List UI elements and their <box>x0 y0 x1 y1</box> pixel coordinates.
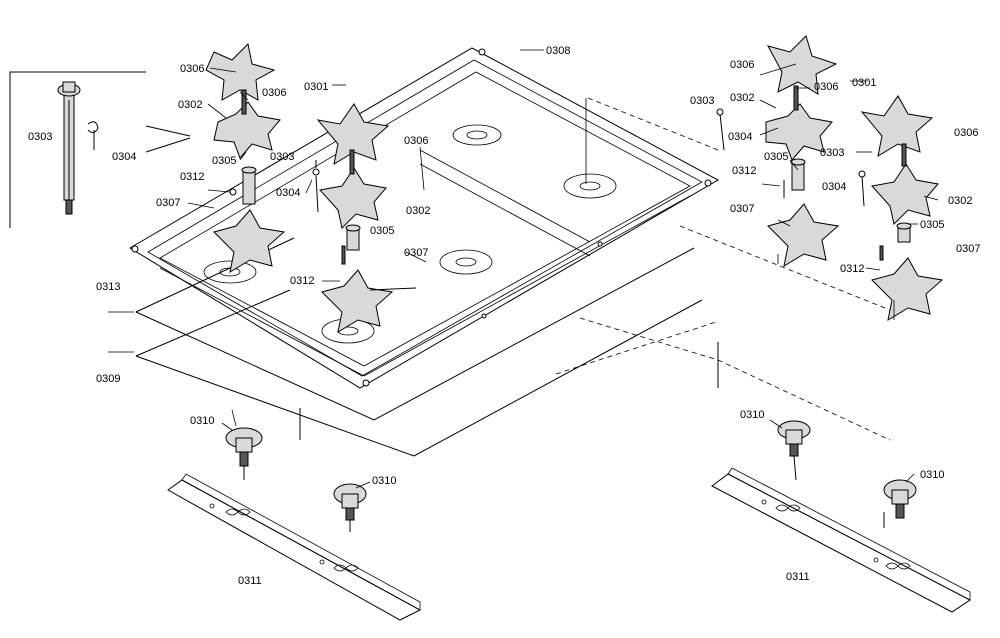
callout-0307-a: 0307 <box>156 197 180 209</box>
callout-0311-b: 0311 <box>786 571 810 583</box>
callout-0311-a: 0311 <box>238 575 262 587</box>
callout-0307-b: 0307 <box>404 247 428 259</box>
callout-0301-b: 0301 <box>852 77 876 89</box>
callout-0307-d: 0307 <box>956 243 980 255</box>
callout-0305-d: 0305 <box>920 219 944 231</box>
callout-0310-d: 0310 <box>920 469 944 481</box>
callout-0312-d: 0312 <box>840 263 864 275</box>
valve-parts <box>225 420 917 532</box>
callout-0306-b: 0306 <box>262 87 286 99</box>
callout-0304-c: 0304 <box>728 131 752 143</box>
callout-0310-b: 0310 <box>372 475 396 487</box>
callout-0309: 0309 <box>96 373 120 385</box>
callout-0303-a: 0303 <box>28 131 52 143</box>
control-panels <box>167 467 971 621</box>
callout-0312-b: 0312 <box>290 275 314 287</box>
callout-0310-a: 0310 <box>190 415 214 427</box>
callout-0304-a: 0304 <box>112 151 136 163</box>
callout-0302-c: 0302 <box>730 92 754 104</box>
callout-0306-c: 0306 <box>404 135 428 147</box>
callout-0303-c: 0303 <box>690 95 714 107</box>
callout-0304-b: 0304 <box>276 187 300 199</box>
frame-layers <box>135 97 891 457</box>
callout-0305-c: 0305 <box>764 151 788 163</box>
callout-0307-c: 0307 <box>730 203 754 215</box>
callout-0312-c: 0312 <box>732 165 756 177</box>
callout-0305-b: 0305 <box>370 225 394 237</box>
leader-lines <box>108 49 939 489</box>
thermocouple-detail <box>9 71 191 228</box>
callout-0308: 0308 <box>546 45 570 57</box>
callout-0306-d: 0306 <box>730 59 754 71</box>
callout-0306-e: 0306 <box>814 81 838 93</box>
callout-0302-b: 0302 <box>406 205 430 217</box>
callout-0303-b: 0303 <box>270 151 294 163</box>
callout-0313: 0313 <box>96 281 120 293</box>
callout-0310-c: 0310 <box>740 409 764 421</box>
callout-0306-a: 0306 <box>180 63 204 75</box>
callout-0306-f: 0306 <box>954 127 978 139</box>
callout-0301-a: 0301 <box>304 81 328 93</box>
callout-0312-a: 0312 <box>180 171 204 183</box>
callout-0302-d: 0302 <box>948 195 972 207</box>
callout-0302-a: 0302 <box>178 99 202 111</box>
callout-labels: 0306 0306 0302 0304 0305 0303 0312 0307 … <box>28 45 980 587</box>
burner-parts <box>205 35 944 334</box>
callout-0303-d: 0303 <box>820 147 844 159</box>
callout-0305-a: 0305 <box>212 155 236 167</box>
hob-top-plate <box>129 47 720 389</box>
callout-0304-d: 0304 <box>822 181 846 193</box>
